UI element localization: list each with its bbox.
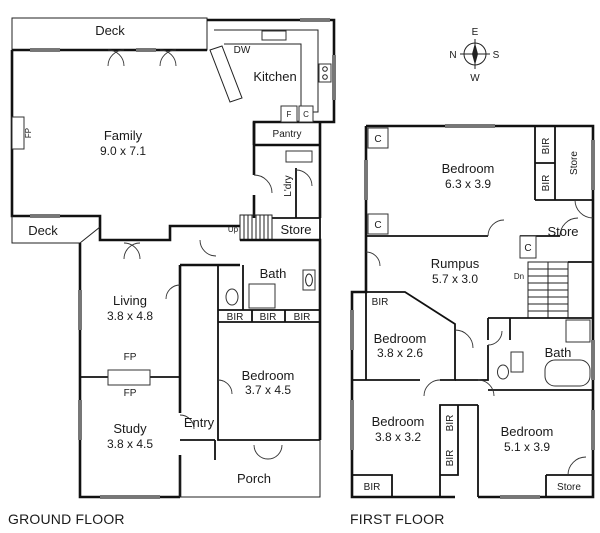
laundry-label: L'dry xyxy=(283,175,294,196)
pantry-label: Pantry xyxy=(273,129,302,140)
cooktop xyxy=(318,63,332,83)
shower xyxy=(248,283,276,309)
laundry-tub xyxy=(285,150,313,163)
bedroom2-walls xyxy=(352,291,456,381)
stairs-down-label: Dn xyxy=(514,272,524,281)
living-label: Living xyxy=(113,293,147,308)
cupboard-c3 xyxy=(519,235,537,259)
bedroom-label: Bedroom xyxy=(242,368,295,383)
bedroom3-label: Bedroom xyxy=(372,414,425,429)
cupboard-c1 xyxy=(367,127,389,149)
first-floor-caption: FIRST FLOOR xyxy=(350,511,445,527)
stairs-up xyxy=(239,214,273,241)
bir-b-label: BIR xyxy=(541,175,552,192)
deck-left-outline xyxy=(11,216,101,244)
vanity xyxy=(302,269,316,291)
ground-floor: Deck Kitchen DW F C Family 9.0 x 7.1 FP … xyxy=(8,17,336,527)
bedroom-dimensions: 3.7 x 4.5 xyxy=(245,383,291,397)
bir-1-label: BIR xyxy=(227,312,244,323)
bir-e-label: BIR xyxy=(364,482,381,493)
cupboard-c2 xyxy=(367,213,389,235)
upstairs-vanity xyxy=(510,351,524,373)
family-label: Family xyxy=(104,128,143,143)
bath-label: Bath xyxy=(260,266,287,281)
store-mid-label: Store xyxy=(547,224,578,239)
rumpus-dimensions: 5.7 x 3.0 xyxy=(432,272,478,286)
dw-label: DW xyxy=(234,45,251,56)
bir-c-label: BIR xyxy=(372,297,389,308)
fridge-label: F xyxy=(287,110,292,119)
bedroom1-dimensions: 6.3 x 3.9 xyxy=(445,177,491,191)
upstairs-toilet xyxy=(497,364,509,380)
store-label: Store xyxy=(280,222,311,237)
entry-label: Entry xyxy=(184,415,215,430)
c1-label: C xyxy=(374,134,381,145)
family-fireplace xyxy=(11,116,25,150)
cupboard xyxy=(298,105,314,123)
cupboard-label: C xyxy=(303,110,309,119)
rumpus-label: Rumpus xyxy=(431,256,480,271)
bir-a-label: BIR xyxy=(541,138,552,155)
dishwasher-sink xyxy=(261,30,287,41)
deck-left-label: Deck xyxy=(28,223,58,238)
living-study-fireplace xyxy=(107,369,151,386)
compass-w-label: W xyxy=(470,73,480,84)
compass: E N S W xyxy=(449,27,499,84)
stairs-up-label: Up xyxy=(228,225,239,234)
store-top-label: Store xyxy=(569,151,580,175)
compass-n-label: N xyxy=(449,50,456,61)
porch-label: Porch xyxy=(237,471,271,486)
upstairs-shower xyxy=(565,319,591,343)
study-label: Study xyxy=(113,421,147,436)
bir-d-label: BIR xyxy=(445,415,456,432)
compass-e-label: E xyxy=(472,27,479,38)
c3-label: C xyxy=(524,243,531,254)
upstairs-bath-label: Bath xyxy=(545,345,572,360)
upstairs-bathtub xyxy=(544,359,591,387)
stairs-down xyxy=(527,261,569,319)
deck-top-label: Deck xyxy=(95,23,125,38)
first-floor: C BIR BIR Store Bedroom 6.3 x 3.9 C Stor… xyxy=(350,124,595,527)
family-dimensions: 9.0 x 7.1 xyxy=(100,144,146,158)
family-fp-label: FP xyxy=(24,128,33,138)
bedroom1-label: Bedroom xyxy=(442,161,495,176)
bedroom4-dimensions: 5.1 x 3.9 xyxy=(504,440,550,454)
compass-s-label: S xyxy=(493,50,500,61)
bedroom4-label: Bedroom xyxy=(501,424,554,439)
porch-outline xyxy=(179,440,321,498)
bir-3-label: BIR xyxy=(294,312,311,323)
c2-label: C xyxy=(374,220,381,231)
bedroom2-label: Bedroom xyxy=(374,331,427,346)
bedroom3-dimensions: 3.8 x 3.2 xyxy=(375,430,421,444)
living-fp-label: FP xyxy=(124,352,137,363)
ground-floor-caption: GROUND FLOOR xyxy=(8,511,125,527)
kitchen-island xyxy=(209,45,243,103)
bir-2-label: BIR xyxy=(260,312,277,323)
living-dimensions: 3.8 x 4.8 xyxy=(107,309,153,323)
fridge xyxy=(280,105,298,123)
study-fp-label: FP xyxy=(124,388,137,399)
toilet xyxy=(225,288,239,306)
bedroom2-dimensions: 3.8 x 2.6 xyxy=(377,346,423,360)
kitchen-label: Kitchen xyxy=(253,69,296,84)
store-bottom-label: Store xyxy=(557,482,581,493)
bir-d2-label: BIR xyxy=(445,450,456,467)
study-dimensions: 3.8 x 4.5 xyxy=(107,437,153,451)
